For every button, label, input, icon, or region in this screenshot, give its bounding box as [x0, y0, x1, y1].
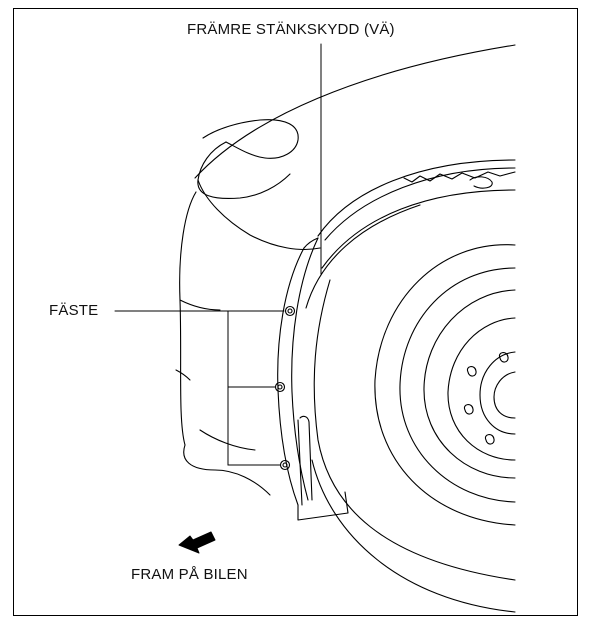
wheel-hub	[375, 245, 515, 525]
fastener-label: FÄSTE	[49, 302, 99, 319]
diagram-frame	[13, 8, 578, 616]
tire	[306, 160, 515, 612]
leader-lines	[115, 44, 321, 465]
arrow-left-icon	[179, 532, 215, 553]
car-body-outline	[176, 45, 515, 495]
mudguard	[278, 238, 348, 520]
vehicle-front-label: FRAM PÅ BILEN	[131, 566, 248, 583]
mudguard-label: FRÄMRE STÄNKSKYDD (VÄ)	[187, 21, 395, 38]
